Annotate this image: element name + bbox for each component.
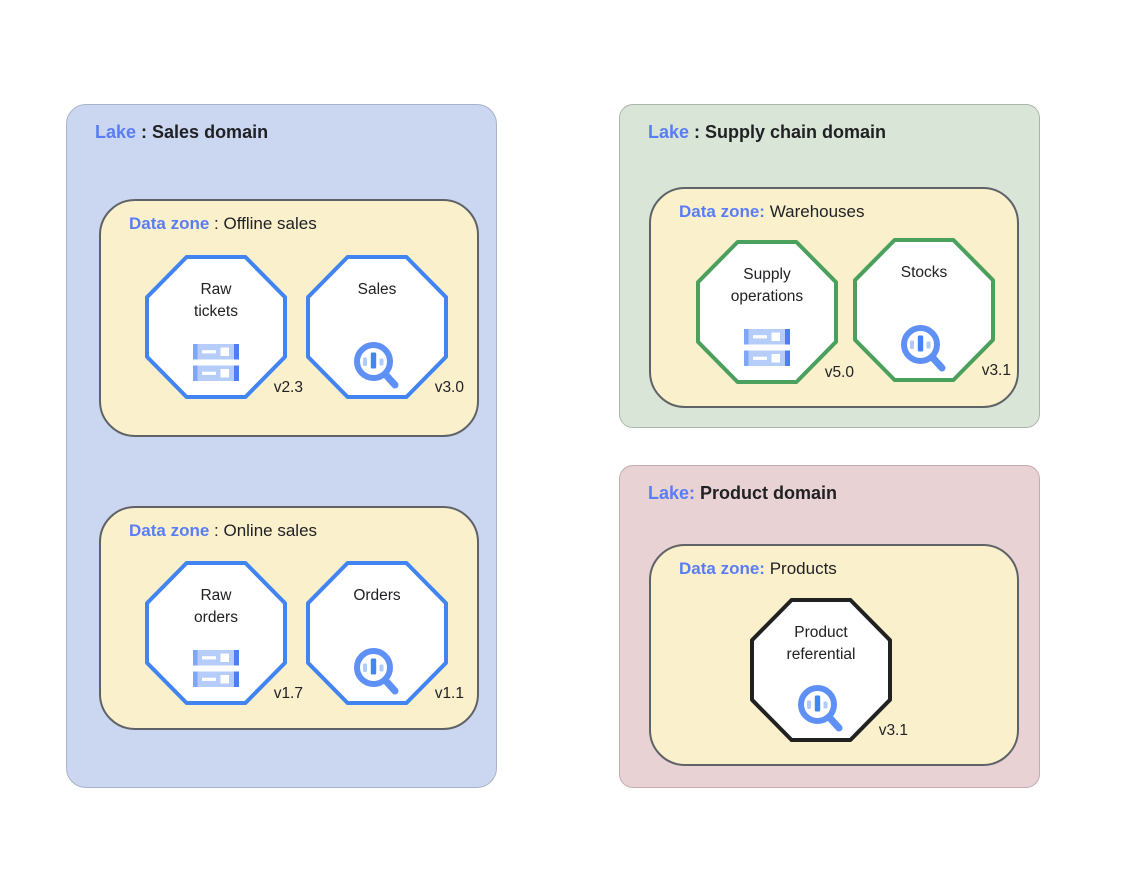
asset-label: Sales [357,281,397,298]
zone-products: Data zone: Products Product referential … [649,544,1019,766]
zone-label: Data zone [129,214,210,233]
version-badge: v3.0 [434,379,464,396]
lake-title: Lake : Supply chain domain [648,122,886,143]
zone-online-sales: Data zone : Online sales Raw orders [99,506,479,730]
octagon-shape [306,561,448,705]
asset-label: Raw orders [194,587,238,626]
version-badge: v1.7 [273,685,303,702]
lake-name: Sales domain [152,122,269,142]
lake-title-separator: : [136,122,153,142]
zone-label: Data zone [129,521,210,540]
asset-stocks: Stocks v3.1 [853,238,1011,382]
octagon-shape [145,255,287,399]
asset-product-referential: Product referential v3.1 [750,598,908,742]
version-badge: v3.1 [878,722,908,739]
asset-sales: Sales v3.0 [306,255,464,399]
lake-label: Lake [95,122,137,142]
asset-label: Orders [353,587,401,604]
zone-title-separator: : [209,214,224,233]
zone-warehouses: Data zone: Warehouses Supply operations [649,187,1019,408]
octagon-shape [853,238,995,382]
lake-sales-domain: Lake : Sales domain Data zone : Offline … [66,104,497,788]
lake-title: Lake : Sales domain [95,122,268,143]
asset-label: Stocks [900,264,948,281]
asset-label: Product referential [786,624,856,663]
zone-label: Data zone: [679,202,765,221]
zone-title: Data zone : Offline sales [129,214,317,234]
search-analytics-icon [901,325,946,372]
lake-name: Supply chain domain [705,122,887,142]
octagon-shape [696,240,838,384]
entity-icon [744,329,790,366]
lake-name: Product domain [700,483,838,503]
zone-title: Data zone: Warehouses [679,202,865,222]
search-analytics-icon [354,342,399,389]
entity-icon [193,344,239,381]
asset-supply-operations: Supply operations v5.0 [696,240,854,384]
asset-orders: Orders v1.1 [306,561,464,705]
zone-name: Online sales [223,521,318,540]
zone-title: Data zone : Online sales [129,521,317,541]
lake-title: Lake: Product domain [648,483,837,504]
zone-name: Products [769,559,837,578]
version-badge: v2.3 [273,379,303,396]
lake-product-domain: Lake: Product domain Data zone: Products… [619,465,1040,788]
zone-title-separator: : [209,521,224,540]
octagon-shape [145,561,287,705]
asset-raw-orders: Raw orders v1.7 [145,561,303,705]
zone-label: Data zone: [679,559,765,578]
asset-label: Raw tickets [194,281,238,320]
asset-label: Supply operations [730,266,804,305]
zone-offline-sales: Data zone : Offline sales Raw tickets [99,199,479,437]
version-badge: v5.0 [824,364,854,381]
octagon-shape [306,255,448,399]
zone-name: Offline sales [223,214,317,233]
lake-title-separator: : [689,122,706,142]
lake-label: Lake: [648,483,696,503]
lake-supply-chain-domain: Lake : Supply chain domain Data zone: Wa… [619,104,1040,428]
zone-name: Warehouses [769,202,865,221]
octagon-shape [750,598,892,742]
version-badge: v3.1 [981,362,1011,379]
entity-icon [193,650,239,687]
lake-label: Lake [648,122,690,142]
version-badge: v1.1 [434,685,464,702]
search-analytics-icon [798,685,843,732]
search-analytics-icon [354,648,399,695]
asset-raw-tickets: Raw tickets v2.3 [145,255,303,399]
zone-title: Data zone: Products [679,559,837,579]
